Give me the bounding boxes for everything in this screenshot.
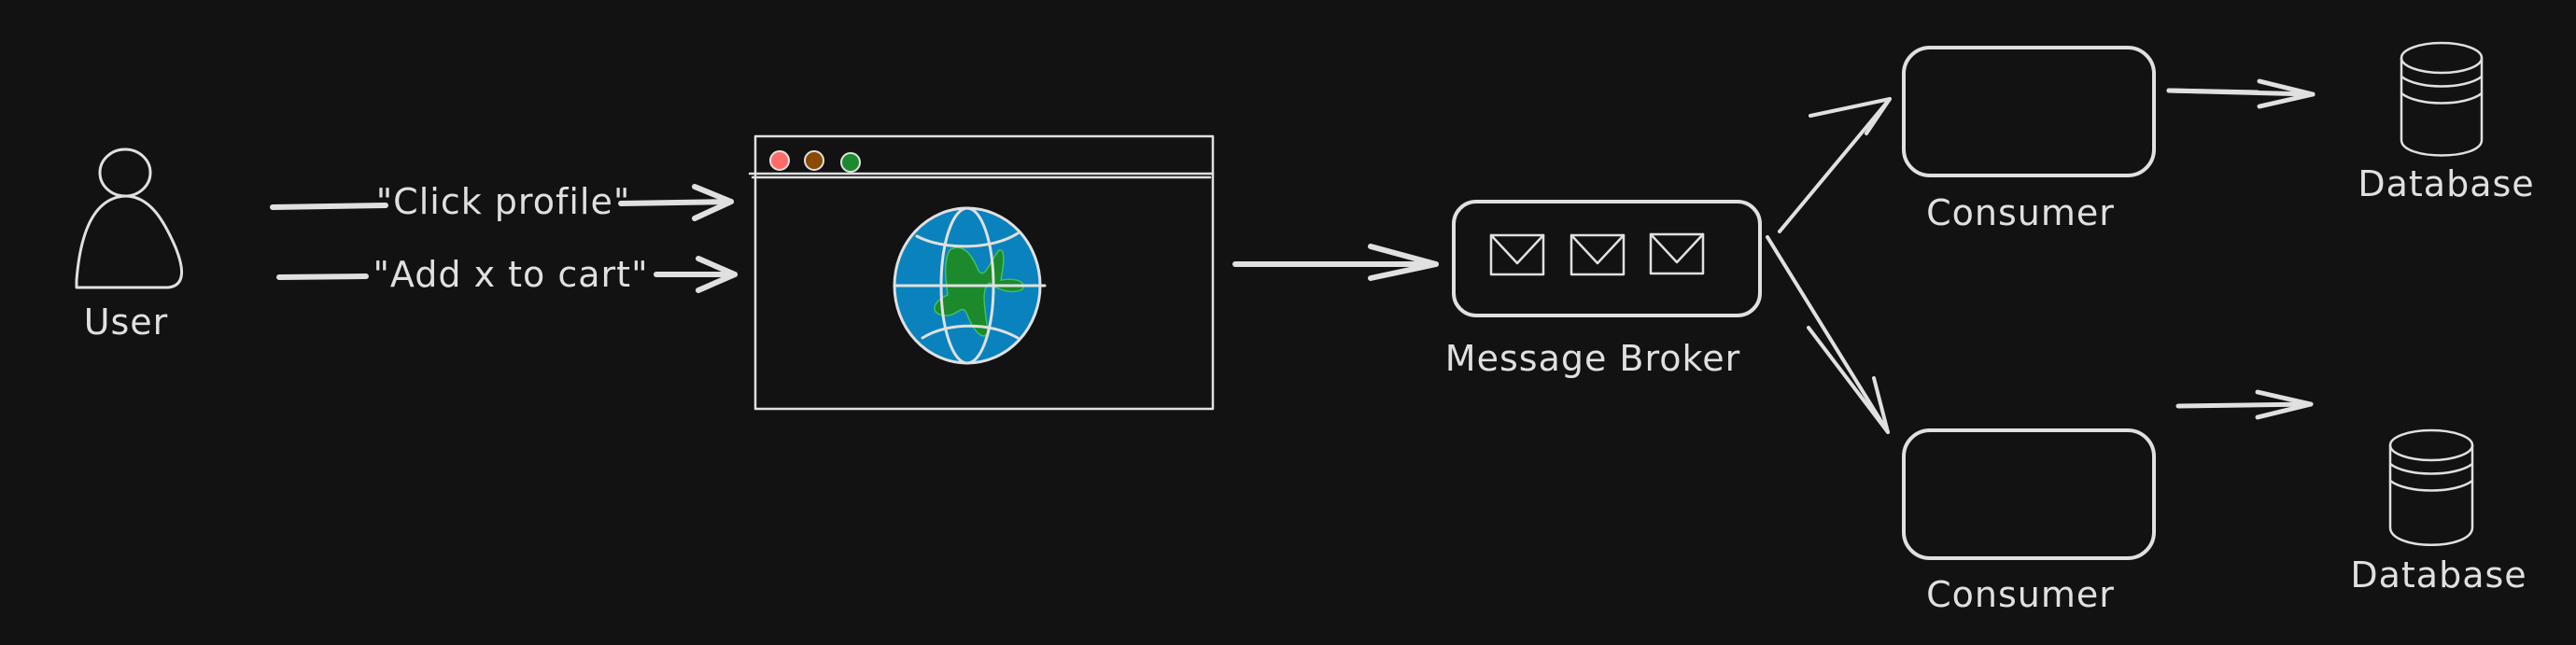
window-maximize-dot [840, 152, 861, 173]
arrow-broker-to-consumer-2 [1766, 235, 1890, 434]
envelope-icon [1570, 233, 1626, 276]
globe-icon [893, 206, 1047, 365]
edge-label-click-profile: "Click profile" [375, 181, 631, 222]
consumer-box-2 [1902, 428, 2156, 560]
window-close-dot [769, 150, 790, 171]
person-icon [75, 147, 183, 289]
database-label-1: Database [2358, 163, 2535, 204]
arrow-add-to-cart [276, 256, 738, 293]
edge-label-add-to-cart: "Add x to cart" [373, 254, 649, 295]
browser-window-icon [748, 134, 1215, 411]
consumer-label-1: Consumer [1926, 192, 2115, 233]
database-icon [2400, 41, 2484, 157]
envelope-icon [1489, 233, 1545, 276]
arrow-consumer-2-to-database-2 [2175, 389, 2314, 420]
envelope-icon [1649, 232, 1705, 275]
consumer-box-1 [1902, 46, 2156, 177]
arrow-broker-to-consumer-1 [1778, 97, 1892, 233]
consumer-label-2: Consumer [1926, 574, 2115, 615]
message-broker-label: Message Broker [1444, 338, 1741, 379]
window-minimize-dot [804, 150, 824, 171]
database-icon [2388, 428, 2474, 546]
message-broker-box [1452, 200, 1762, 317]
user-label: User [83, 301, 169, 343]
arrow-browser-to-broker [1232, 244, 1439, 281]
arrow-consumer-1-to-database-1 [2166, 78, 2316, 109]
database-label-2: Database [2350, 554, 2527, 596]
arrow-click-profile [270, 184, 734, 221]
